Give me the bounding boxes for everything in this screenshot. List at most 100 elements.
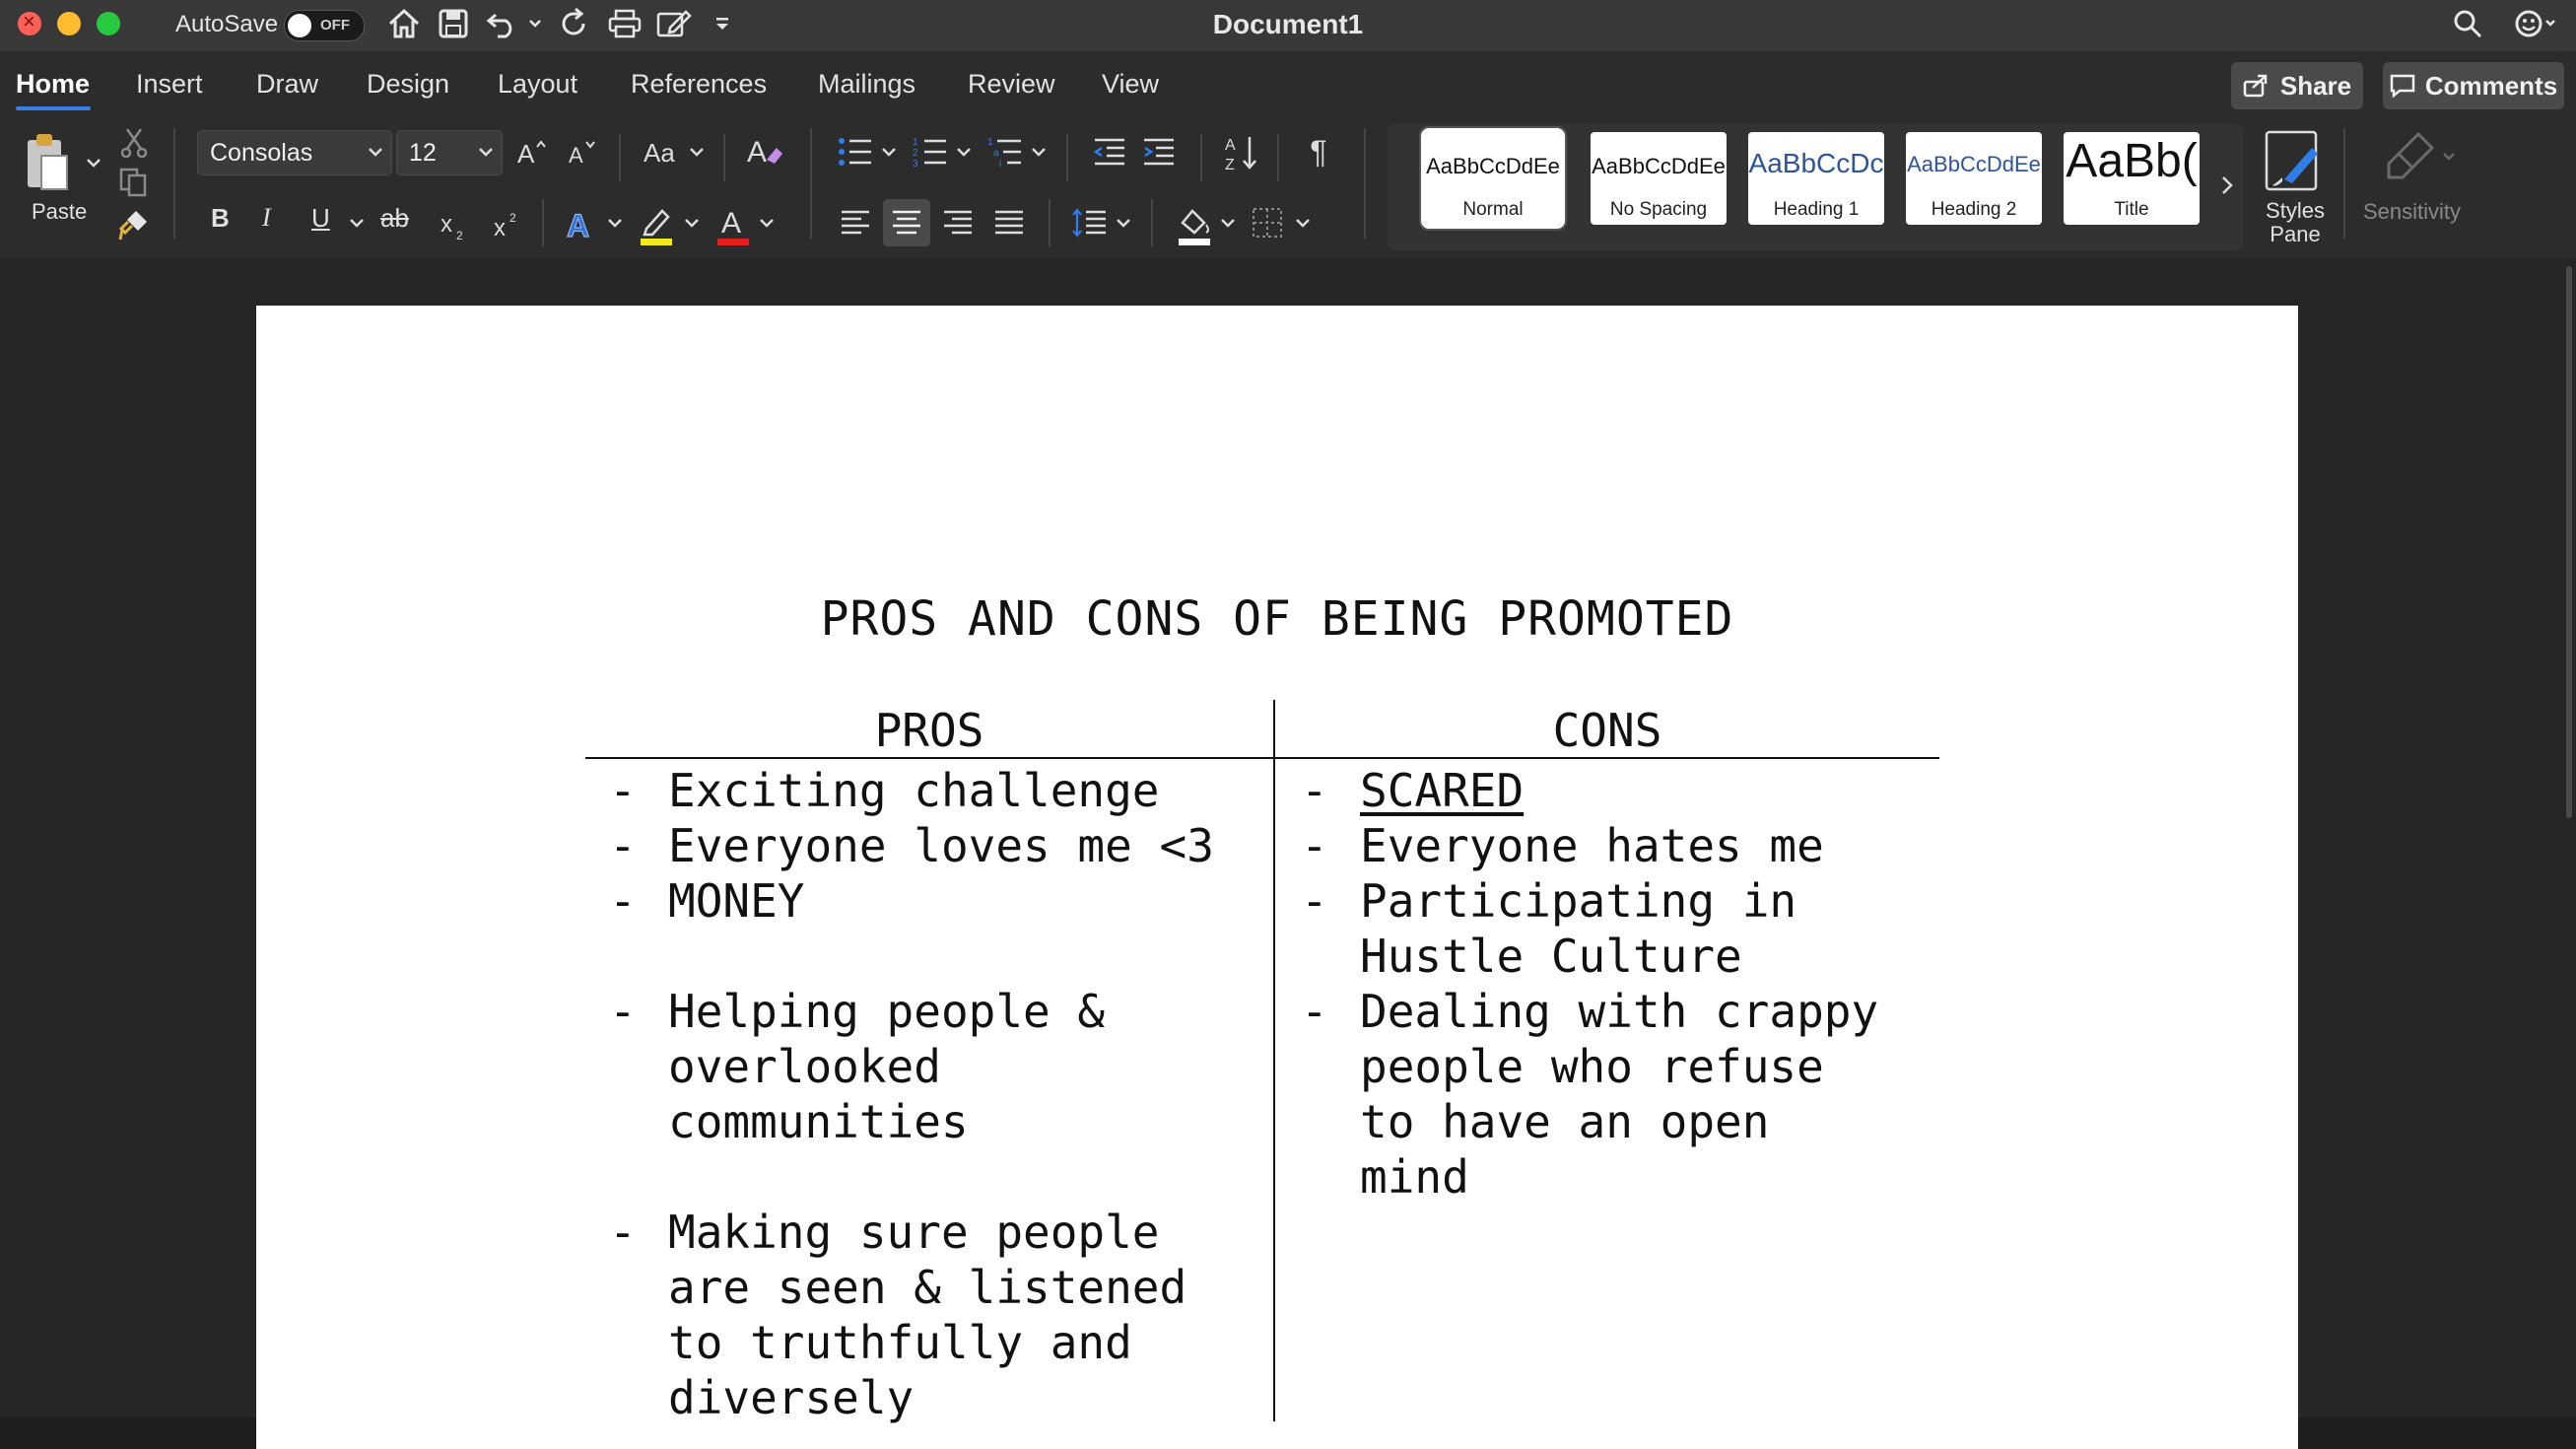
zoom-window-button[interactable] xyxy=(97,12,120,35)
feedback-smiley-icon[interactable] xyxy=(2513,6,2558,41)
vertical-scrollbar[interactable] xyxy=(2566,266,2572,818)
bullets-chevron-icon[interactable] xyxy=(879,142,899,162)
tab-references[interactable]: References xyxy=(631,69,768,99)
tab-mailings[interactable]: Mailings xyxy=(818,69,916,99)
autosave-toggle[interactable]: OFF xyxy=(284,10,365,41)
borders-chevron-icon[interactable] xyxy=(1293,213,1313,233)
bold-icon[interactable]: B xyxy=(211,203,230,233)
decrease-font-size-icon[interactable]: A xyxy=(562,132,601,172)
underline-icon[interactable]: U xyxy=(311,203,330,233)
justify-icon[interactable] xyxy=(989,203,1029,242)
font-size-combobox[interactable]: 12 xyxy=(396,130,503,175)
shading-icon[interactable] xyxy=(1173,201,1216,248)
copy-icon[interactable] xyxy=(116,166,152,199)
share-button[interactable]: Share xyxy=(2231,62,2363,109)
styles-pane-icon[interactable] xyxy=(2259,126,2328,195)
font-color-icon[interactable]: A xyxy=(712,201,755,248)
undo-dropdown-chevron-icon[interactable] xyxy=(524,6,546,41)
line-spacing-chevron-icon[interactable] xyxy=(1114,213,1133,233)
sensitivity-icon[interactable] xyxy=(2383,124,2460,187)
italic-icon[interactable]: I xyxy=(262,203,271,232)
svg-text:Aa: Aa xyxy=(644,138,675,167)
close-window-button[interactable] xyxy=(18,9,41,35)
highlight-color-icon[interactable] xyxy=(635,201,678,248)
sensitivity-label[interactable]: Sensitivity xyxy=(2363,199,2462,224)
save-icon[interactable] xyxy=(434,6,473,41)
decrease-indent-icon[interactable] xyxy=(1090,132,1129,172)
shading-chevron-icon[interactable] xyxy=(1218,213,1238,233)
text-effects-icon[interactable]: A xyxy=(560,203,599,246)
print-icon[interactable] xyxy=(605,6,644,41)
align-left-icon[interactable] xyxy=(836,203,875,242)
styles-pane-label[interactable]: Styles Pane xyxy=(2266,198,2325,246)
cons-list[interactable]: -SCARED-Everyone hates me-Participating … xyxy=(1277,763,1939,1205)
underline-options-chevron-icon[interactable] xyxy=(347,213,367,233)
text-effects-chevron-icon[interactable] xyxy=(605,213,625,233)
document-heading[interactable]: PROS AND CONS OF BEING PROMOTED xyxy=(820,591,1734,647)
undo-icon[interactable] xyxy=(483,6,522,41)
svg-text:1: 1 xyxy=(987,137,993,148)
document-page[interactable]: PROS AND CONS OF BEING PROMOTED PROS CON… xyxy=(256,306,2298,1449)
tab-insert[interactable]: Insert xyxy=(136,69,203,99)
styles-gallery-more-icon[interactable] xyxy=(2213,166,2241,205)
tab-layout[interactable]: Layout xyxy=(498,69,578,99)
increase-indent-icon[interactable] xyxy=(1139,132,1179,172)
font-color-chevron-icon[interactable] xyxy=(757,213,777,233)
multilevel-list-chevron-icon[interactable] xyxy=(1029,142,1049,162)
search-icon[interactable] xyxy=(2448,6,2487,41)
highlight-color-chevron-icon[interactable] xyxy=(682,213,702,233)
paste-options-chevron-icon[interactable] xyxy=(83,150,104,175)
list-item[interactable]: -Everyone loves me <3 xyxy=(585,818,1265,873)
tab-review[interactable]: Review xyxy=(968,69,1055,99)
cons-header[interactable]: CONS xyxy=(1552,704,1662,757)
style-no-spacing[interactable]: AaBbCcDdEe No Spacing xyxy=(1591,132,1727,225)
style-heading-1[interactable]: AaBbCcDc Heading 1 xyxy=(1748,132,1884,225)
list-item[interactable]: -Exciting challenge xyxy=(585,763,1265,818)
style-normal[interactable]: AaBbCcDdEe Normal xyxy=(1421,128,1565,229)
pros-cons-table[interactable]: PROS CONS -Exciting challenge-Everyone l… xyxy=(585,700,1939,1424)
pros-header[interactable]: PROS xyxy=(874,704,984,757)
minimize-window-button[interactable] xyxy=(57,12,81,35)
list-item[interactable]: -MONEY xyxy=(585,873,1265,929)
font-name-combobox[interactable]: Consolas xyxy=(197,130,392,175)
comments-button[interactable]: Comments xyxy=(2383,62,2564,109)
format-painter-icon[interactable] xyxy=(116,205,152,244)
increase-font-size-icon[interactable]: A xyxy=(512,132,552,172)
pros-list[interactable]: -Exciting challenge-Everyone loves me <3… xyxy=(585,763,1265,1425)
redo-icon[interactable] xyxy=(554,6,593,41)
clipboard-icon[interactable] xyxy=(24,130,71,195)
tab-draw[interactable]: Draw xyxy=(256,69,319,99)
style-preview: AaBbCcDc xyxy=(1748,148,1884,178)
show-formatting-marks-icon[interactable]: ¶ xyxy=(1310,133,1327,170)
tab-design[interactable]: Design xyxy=(367,69,450,99)
list-item[interactable]: -SCARED xyxy=(1277,763,1939,818)
line-spacing-icon[interactable] xyxy=(1070,203,1110,242)
customize-toolbar-icon[interactable] xyxy=(710,6,735,41)
edit-document-icon[interactable] xyxy=(654,6,694,41)
home-icon[interactable] xyxy=(384,6,424,41)
clear-formatting-icon[interactable]: A xyxy=(743,130,786,173)
change-case-icon[interactable]: Aa xyxy=(641,132,710,172)
list-item[interactable]: -Everyone hates me xyxy=(1277,818,1939,873)
tab-view[interactable]: View xyxy=(1102,69,1160,99)
bullets-icon[interactable] xyxy=(836,132,875,172)
align-right-icon[interactable] xyxy=(938,203,978,242)
numbering-chevron-icon[interactable] xyxy=(954,142,974,162)
cut-icon[interactable] xyxy=(116,126,152,160)
style-heading-2[interactable]: AaBbCcDdEe Heading 2 xyxy=(1906,132,2042,225)
align-center-icon[interactable] xyxy=(883,199,930,246)
borders-icon[interactable] xyxy=(1248,203,1287,242)
strikethrough-icon[interactable]: ab xyxy=(380,203,409,233)
tab-home[interactable]: Home xyxy=(16,69,91,99)
paste-label[interactable]: Paste xyxy=(32,199,88,224)
style-title[interactable]: AaBb( Title xyxy=(2064,132,2200,225)
